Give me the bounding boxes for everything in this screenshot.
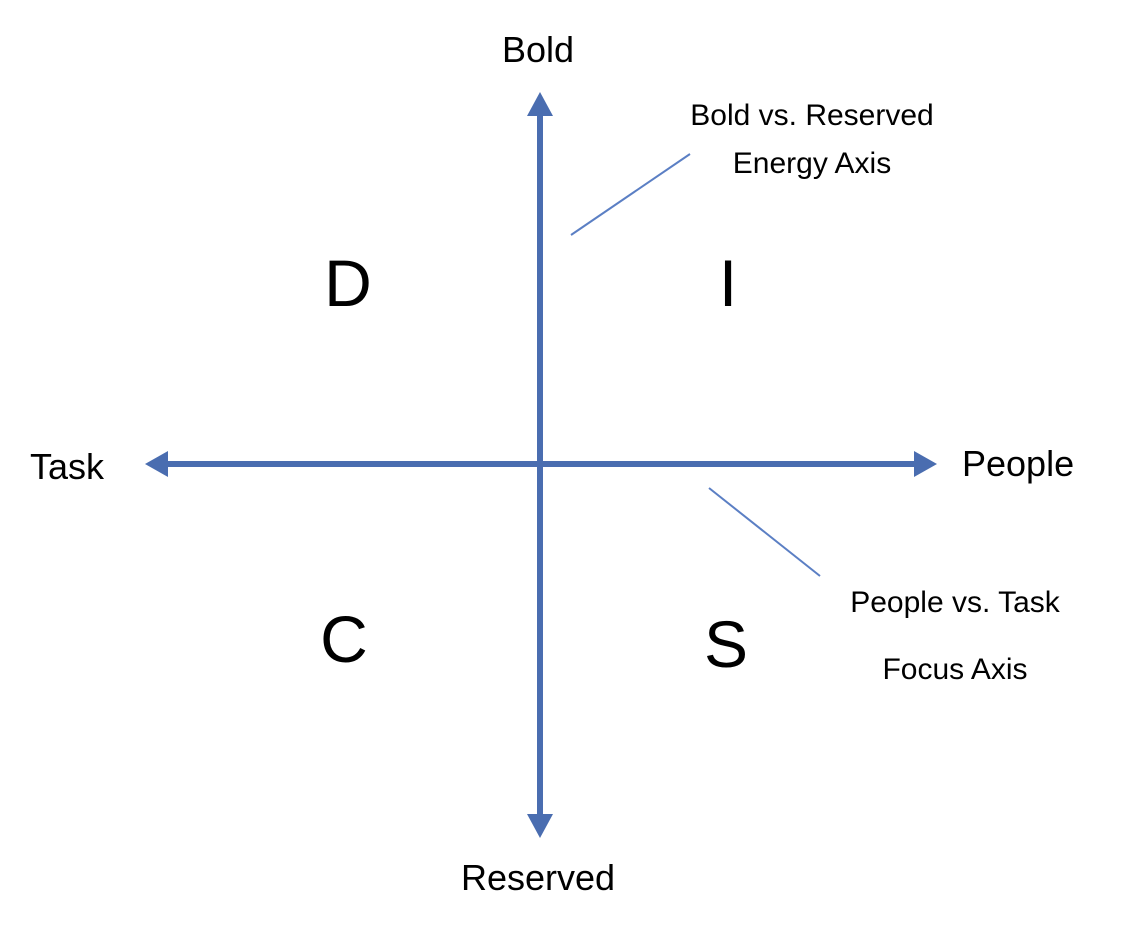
focus-axis-leader-line (708, 487, 821, 577)
arrow-left-icon (145, 451, 168, 477)
energy-axis-note-line2: Energy Axis (732, 147, 892, 180)
focus-axis-note-line1: People vs. Task (850, 586, 1060, 619)
quadrant-label-c: C (320, 602, 368, 676)
axis-label-people: People (962, 443, 1075, 484)
arrow-down-icon (527, 814, 553, 838)
quadrant-label-i: I (718, 246, 738, 320)
quadrant-label-s: S (703, 607, 749, 681)
arrow-up-icon (527, 92, 553, 116)
energy-axis-note-line1: Bold vs. Reserved (690, 99, 934, 132)
axis-label-bold: Bold (501, 29, 575, 70)
quadrant-label-d: D (324, 246, 372, 320)
focus-axis-note-line2: Focus Axis (882, 653, 1028, 686)
arrow-right-icon (914, 451, 937, 477)
energy-axis-leader-line (570, 153, 691, 236)
axis-label-reserved: Reserved (460, 857, 616, 898)
axis-label-task: Task (30, 446, 105, 487)
